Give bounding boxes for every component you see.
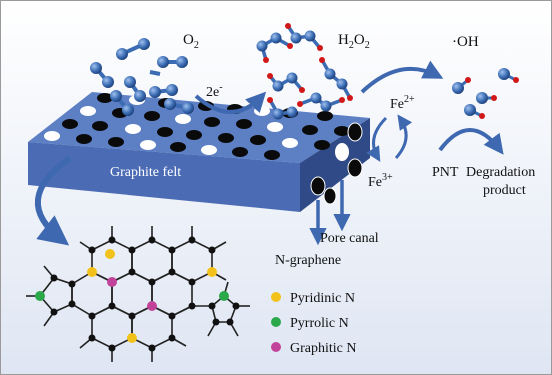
o2-label: O2: [183, 32, 199, 51]
graphitic-n-atom: [107, 277, 117, 287]
degradation-arrow: [438, 128, 504, 155]
pyridinic-n-atom: [87, 267, 97, 277]
svg-text:Pyrrolic N: Pyrrolic N: [290, 316, 349, 331]
o2-atoms: [90, 38, 194, 116]
lattice-nitrogen-atoms: [35, 249, 229, 343]
pyrrolic-n-atom: [35, 291, 45, 301]
legend-item-pyrrolic: Pyrrolic N: [271, 316, 349, 331]
graphite-felt-label: Graphite felt: [110, 165, 181, 180]
h2o2-atoms: [256, 23, 353, 120]
lattice-carbon-atoms: [50, 236, 240, 352]
oh-label: ·OH: [452, 34, 479, 50]
pyridinic-n-atom: [105, 249, 115, 259]
h2o2-to-oh-arrow: [360, 60, 444, 94]
fe3-to-fe2-arrow: [394, 114, 413, 160]
degradation-label-line2: product: [483, 183, 526, 198]
n-graphene-label: N-graphene: [275, 253, 341, 268]
pore-canal-arrows: [309, 180, 351, 246]
fe2-to-fe3-arrow: [366, 116, 388, 162]
h2o2-label: H2O2: [338, 32, 370, 51]
oh-atoms: [452, 68, 519, 119]
degradation-label-line1: Degradation: [466, 165, 535, 180]
legend-item-pyridinic: Pyridinic N: [271, 291, 355, 306]
legend: Pyridinic N Pyrrolic N Graphitic N: [271, 291, 356, 356]
felt-holes: [44, 93, 350, 160]
fe3-label: Fe3+: [368, 172, 393, 190]
felt-side-pores: [310, 122, 363, 205]
legend-item-graphitic: Graphitic N: [271, 341, 356, 356]
fe2-label: Fe2+: [390, 94, 415, 112]
felt-front-face: [28, 142, 300, 212]
svg-text:Pyridinic N: Pyridinic N: [290, 291, 355, 306]
graphitic-n-atom: [147, 301, 157, 311]
pyridinic-n-atom: [127, 333, 137, 343]
electron-transfer-arrow: [194, 91, 267, 114]
pnt-label: PNT: [432, 165, 459, 180]
pore-canal-label: Pore canal: [320, 231, 379, 246]
pyrrolic-n-atom: [219, 291, 229, 301]
electron-label: 2e-: [206, 82, 223, 100]
pyridinic-n-atom: [207, 267, 217, 277]
zoom-arrow: [34, 155, 72, 246]
svg-text:Graphitic N: Graphitic N: [290, 341, 356, 356]
